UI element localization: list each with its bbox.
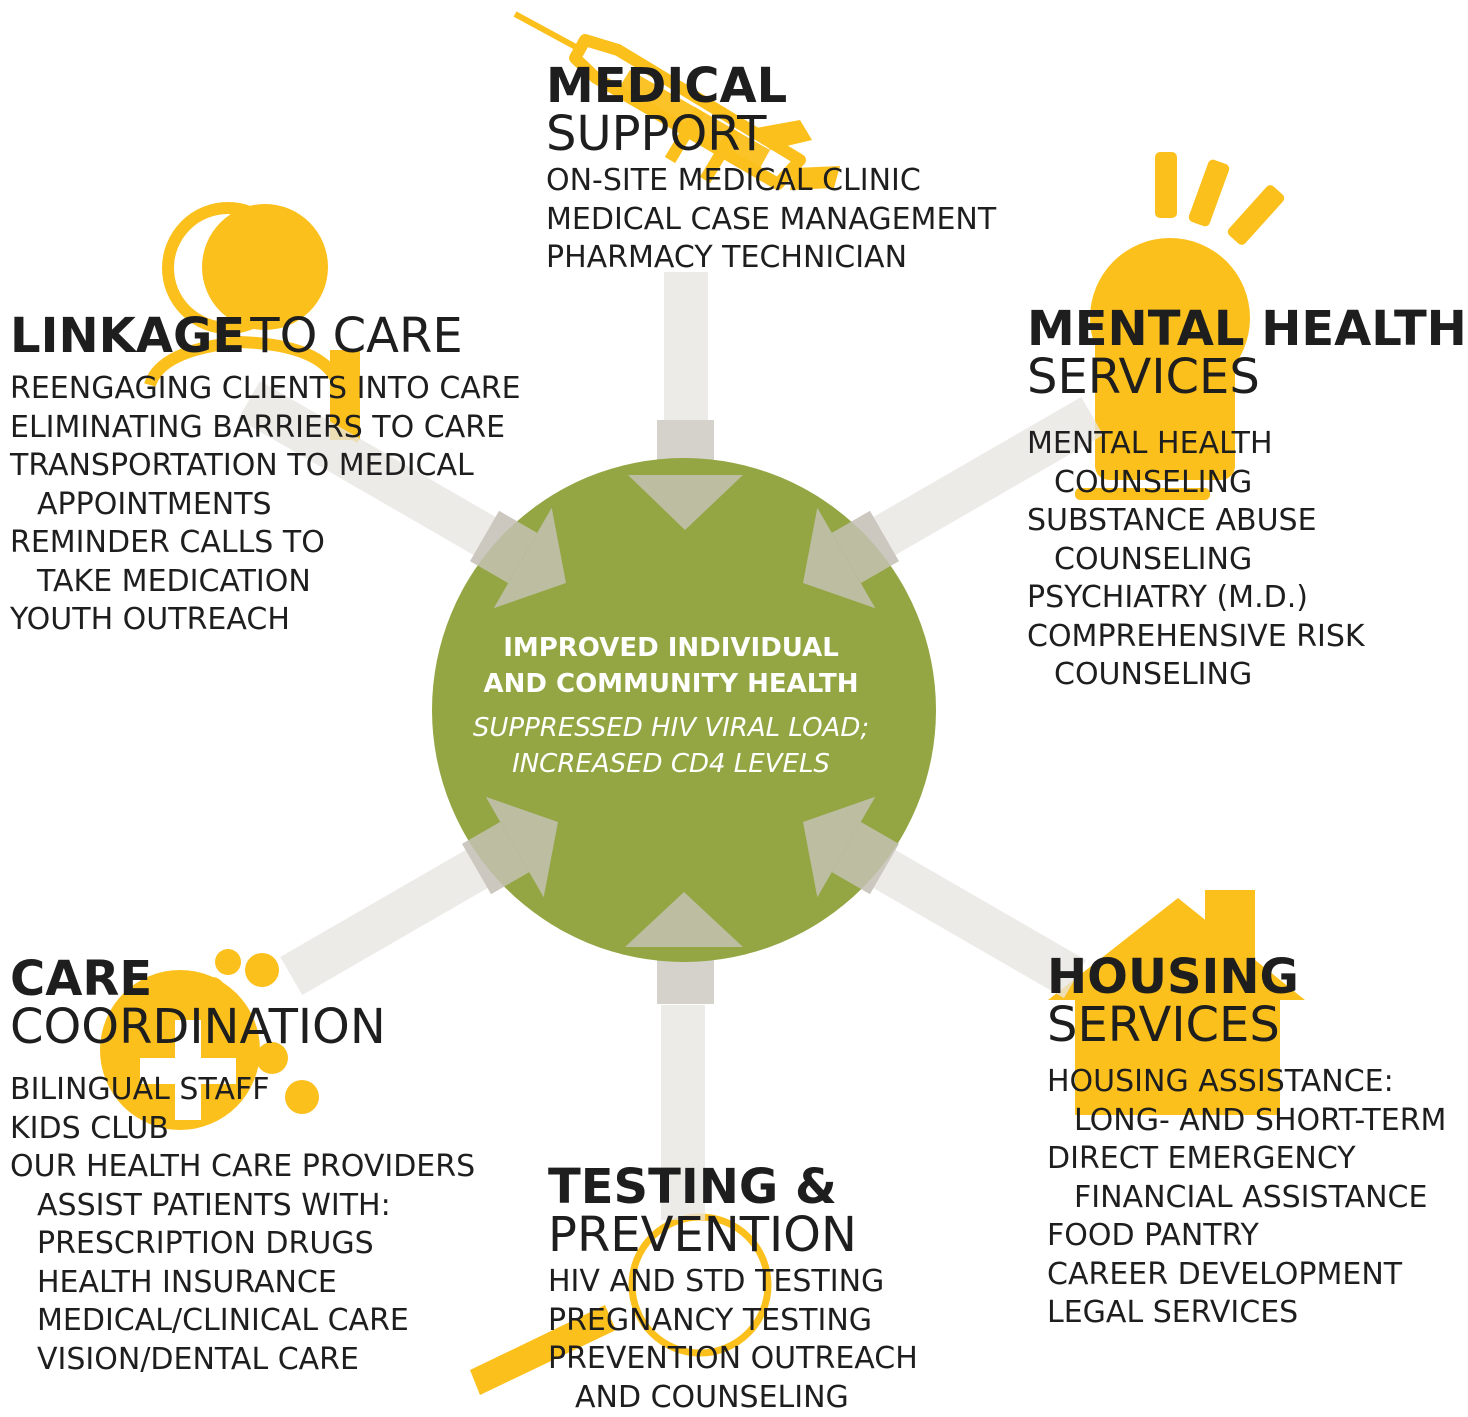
list-item: ASSIST PATIENTS WITH: — [10, 1187, 475, 1226]
section-title-bold: CARE — [10, 955, 475, 1003]
section-title-bold: LINKAGE — [10, 308, 245, 364]
section-linkage-to-care: LINKAGE TO CARE REENGAGING CLIENTS INTO … — [10, 312, 521, 640]
section-title-bold: TESTING & — [548, 1163, 918, 1211]
list-item: FOOD PANTRY — [1047, 1217, 1446, 1256]
list-item: MEDICAL/CLINICAL CARE — [10, 1302, 475, 1341]
list-item: PREGNANCY TESTING — [548, 1302, 918, 1341]
list-item: COUNSELING — [1027, 464, 1467, 503]
list-item: COUNSELING — [1027, 541, 1467, 580]
list-item: TRANSPORTATION TO MEDICAL — [10, 447, 521, 486]
section-title-bold: HOUSING — [1047, 953, 1446, 1001]
section-title-light: PREVENTION — [548, 1211, 918, 1259]
section-title-bold: MEDICAL — [546, 62, 996, 110]
list-item: TAKE MEDICATION — [10, 563, 521, 602]
list-item: KIDS CLUB — [10, 1110, 475, 1149]
section-title-light: SUPPORT — [546, 110, 996, 158]
list-item: APPOINTMENTS — [10, 486, 521, 525]
list-item: BILINGUAL STAFF — [10, 1071, 475, 1110]
list-item: FINANCIAL ASSISTANCE — [1047, 1179, 1446, 1218]
list-item: VISION/DENTAL CARE — [10, 1341, 475, 1380]
section-title-light: SERVICES — [1047, 1001, 1446, 1049]
list-item: SUBSTANCE ABUSE — [1027, 502, 1467, 541]
list-item: PHARMACY TECHNICIAN — [546, 239, 996, 278]
list-item: PSYCHIATRY (M.D.) — [1027, 579, 1467, 618]
list-item: COUNSELING — [1027, 656, 1467, 695]
section-title-light: SERVICES — [1027, 353, 1467, 401]
list-item: DIRECT EMERGENCY — [1047, 1140, 1446, 1179]
section-title-bold: MENTAL HEALTH — [1027, 305, 1467, 353]
list-item: CAREER DEVELOPMENT — [1047, 1256, 1446, 1295]
center-heading-line: AND COMMUNITY HEALTH — [433, 666, 909, 702]
center-subtitle-line: SUPPRESSED HIV VIRAL LOAD; — [433, 710, 909, 746]
list-item: PRESCRIPTION DRUGS — [10, 1225, 475, 1264]
list-item: HOUSING ASSISTANCE: — [1047, 1063, 1446, 1102]
list-item: LONG- AND SHORT-TERM — [1047, 1102, 1446, 1141]
section-care-coordination: CARE COORDINATION BILINGUAL STAFF KIDS C… — [10, 955, 475, 1379]
list-item: COMPREHENSIVE RISK — [1027, 618, 1467, 657]
list-item: OUR HEALTH CARE PROVIDERS — [10, 1148, 475, 1187]
list-item: ELIMINATING BARRIERS TO CARE — [10, 409, 521, 448]
section-testing-prevention: TESTING & PREVENTION HIV AND STD TESTING… — [548, 1163, 918, 1417]
arrow-shaft-top — [664, 272, 708, 422]
section-title-light: COORDINATION — [10, 1003, 475, 1051]
section-title-light: TO CARE — [250, 308, 462, 364]
list-item: REMINDER CALLS TO — [10, 524, 521, 563]
list-item: PREVENTION OUTREACH — [548, 1340, 918, 1379]
list-item: HIV AND STD TESTING — [548, 1263, 918, 1302]
section-medical-support: MEDICAL SUPPORT ON-SITE MEDICAL CLINIC M… — [546, 62, 996, 278]
list-item: YOUTH OUTREACH — [10, 601, 521, 640]
list-item: AND COUNSELING — [548, 1379, 918, 1417]
list-item: ON-SITE MEDICAL CLINIC — [546, 162, 996, 201]
list-item: MEDICAL CASE MANAGEMENT — [546, 201, 996, 240]
center-subtitle-line: INCREASED CD4 LEVELS — [433, 746, 909, 782]
center-label: IMPROVED INDIVIDUAL AND COMMUNITY HEALTH… — [433, 630, 909, 782]
list-item: REENGAGING CLIENTS INTO CARE — [10, 370, 521, 409]
list-item: LEGAL SERVICES — [1047, 1294, 1446, 1333]
list-item: MENTAL HEALTH — [1027, 425, 1467, 464]
section-housing-services: HOUSING SERVICES HOUSING ASSISTANCE: LON… — [1047, 953, 1446, 1333]
list-item: HEALTH INSURANCE — [10, 1264, 475, 1303]
section-mental-health-services: MENTAL HEALTH SERVICES MENTAL HEALTH COU… — [1027, 305, 1467, 695]
